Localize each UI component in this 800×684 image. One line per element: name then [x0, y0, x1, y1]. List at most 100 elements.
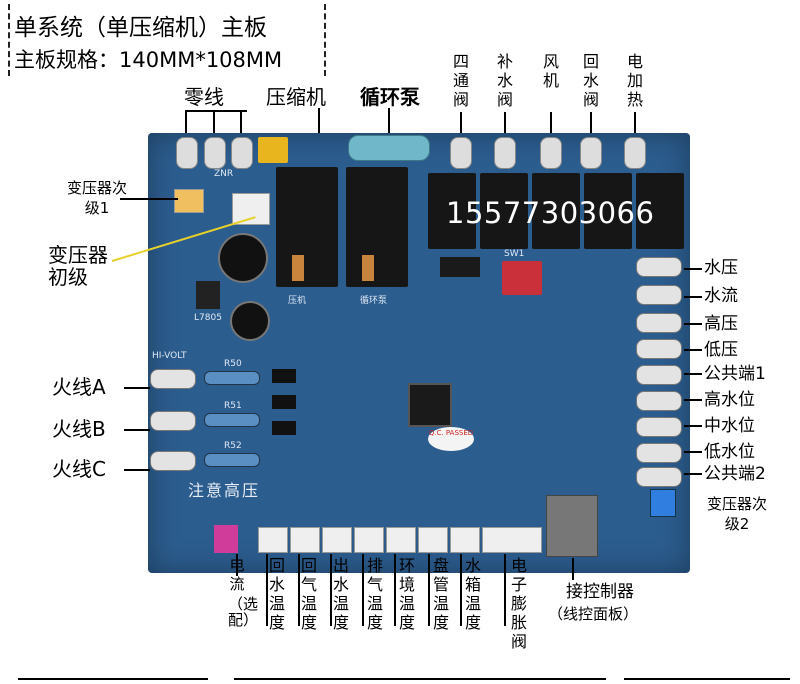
leader-right-3 [684, 323, 702, 325]
bottom-border-right [624, 678, 790, 680]
terminal-live-c [150, 451, 196, 471]
leader-live-c [124, 469, 150, 471]
connector-return-water [258, 527, 288, 553]
terminal-fill-valve [494, 137, 516, 169]
terminal-neutral-1 [176, 137, 198, 169]
connector-eev [482, 527, 542, 553]
label-outlet-water-temp: 出水温度 [332, 556, 349, 632]
relay-fill-valve [480, 173, 528, 249]
label-high-pressure: 高压 [704, 314, 738, 334]
leader-live-a [124, 387, 150, 389]
label-water-fill-valve: 补水阀 [496, 52, 513, 109]
relay-fan [532, 173, 580, 249]
silk-r51: R51 [224, 401, 242, 411]
silk-sw1: SW1 [504, 249, 525, 259]
label-water-flow: 水流 [704, 286, 738, 306]
leader-right-9 [684, 473, 702, 475]
leader-neutral-c [240, 110, 242, 136]
bottom-border-left [18, 678, 208, 680]
transformer-secondary-2-connector [650, 489, 676, 517]
label-common-2: 公共端2 [704, 464, 766, 484]
terminal-low-level [636, 443, 682, 463]
label-fan: 风机 [542, 52, 559, 90]
relay-pump-tab [362, 255, 374, 281]
warning-text: 注意高压 [188, 481, 261, 500]
label-common-1: 公共端1 [704, 364, 766, 384]
label-high-water-level: 高水位 [704, 390, 755, 410]
label-coil-temp: 盘管温度 [432, 556, 449, 632]
relay-four-way [428, 173, 476, 249]
transformer-primary-connector [232, 193, 270, 225]
terminal-live-b [150, 411, 196, 431]
silk-r52: R52 [224, 441, 242, 451]
terminal-four-way [450, 137, 472, 169]
leader-neutral-b [213, 110, 215, 136]
terminal-live-a [150, 369, 196, 389]
label-live-b: 火线B [52, 417, 106, 441]
label-live-a: 火线A [52, 375, 106, 399]
label-return-valve: 回水阀 [582, 52, 599, 109]
terminal-water-pressure [636, 257, 682, 277]
leader-b-6 [428, 554, 430, 626]
dip-switch [502, 261, 542, 295]
label-live-c: 火线C [52, 457, 106, 481]
connector-coil [418, 527, 448, 553]
capacitor-1 [218, 233, 268, 283]
connector-ambient [386, 527, 416, 553]
terminal-low-pressure [636, 339, 682, 359]
label-controller-sub: （线控面板） [548, 605, 639, 623]
terminal-neutral-2 [204, 137, 226, 169]
terminal-fan [540, 137, 562, 169]
silk-compressor: 压机 [288, 296, 307, 306]
optocoupler-2 [272, 395, 296, 409]
leader-b-8 [504, 554, 506, 626]
terminal-common-1 [636, 365, 682, 385]
leader-b-3 [330, 554, 332, 626]
leader-sec1 [120, 198, 178, 200]
optocoupler-1 [272, 369, 296, 383]
resistor-r50 [204, 371, 260, 385]
mcu-chip [408, 383, 452, 427]
label-electric-heat: 电加热 [626, 52, 643, 109]
label-eev: 电子膨胀阀 [510, 556, 527, 651]
leader-b-7 [460, 554, 462, 626]
terminal-return-valve [580, 137, 602, 169]
connector-outlet-water [322, 527, 352, 553]
label-mid-water-level: 中水位 [704, 416, 755, 436]
label-low-pressure: 低压 [704, 340, 738, 360]
leader-four-way [460, 112, 462, 136]
capacitor-2 [230, 301, 270, 341]
header-spec: 主板规格：140MM*108MM [14, 48, 283, 72]
relay-compressor-tab [292, 255, 304, 281]
leader-right-6 [684, 399, 702, 401]
yellow-capacitor [258, 137, 288, 163]
leader-b-5 [394, 554, 396, 626]
label-four-way-valve: 四通阀 [452, 52, 469, 109]
label-water-pressure: 水压 [704, 258, 738, 278]
header-box [8, 4, 326, 76]
connector-return-air [290, 527, 320, 553]
pcb-board: L7805 ZNR HI-VOLT 压机 循环泵 SW1 Q.C. PASSED… [148, 133, 690, 573]
label-return-air-temp: 回气温度 [300, 556, 317, 632]
silk-znr: ZNR [214, 169, 234, 179]
label-controller: 接控制器 [566, 582, 634, 602]
leader-fill [504, 112, 506, 136]
connector-tank [450, 527, 480, 553]
label-exhaust-temp: 排气温度 [366, 556, 383, 632]
terminal-common-2 [636, 467, 682, 487]
fuse [348, 135, 430, 161]
leader-right-1 [684, 268, 702, 270]
phone-overlay: 15577303066 [446, 196, 655, 230]
leader-b-1 [266, 554, 268, 626]
leader-right-8 [684, 451, 702, 453]
leader-b-2 [298, 554, 300, 626]
qc-sticker: Q.C. PASSED [428, 427, 474, 451]
label-compressor: 压缩机 [266, 85, 326, 109]
leader-right-2 [684, 296, 702, 298]
leader-neutral-a [185, 110, 187, 136]
leader-return [590, 112, 592, 136]
leader-b-4 [362, 554, 364, 626]
optocoupler-3 [272, 421, 296, 435]
regulator-l7805 [196, 281, 220, 309]
terminal-water-flow [636, 285, 682, 305]
